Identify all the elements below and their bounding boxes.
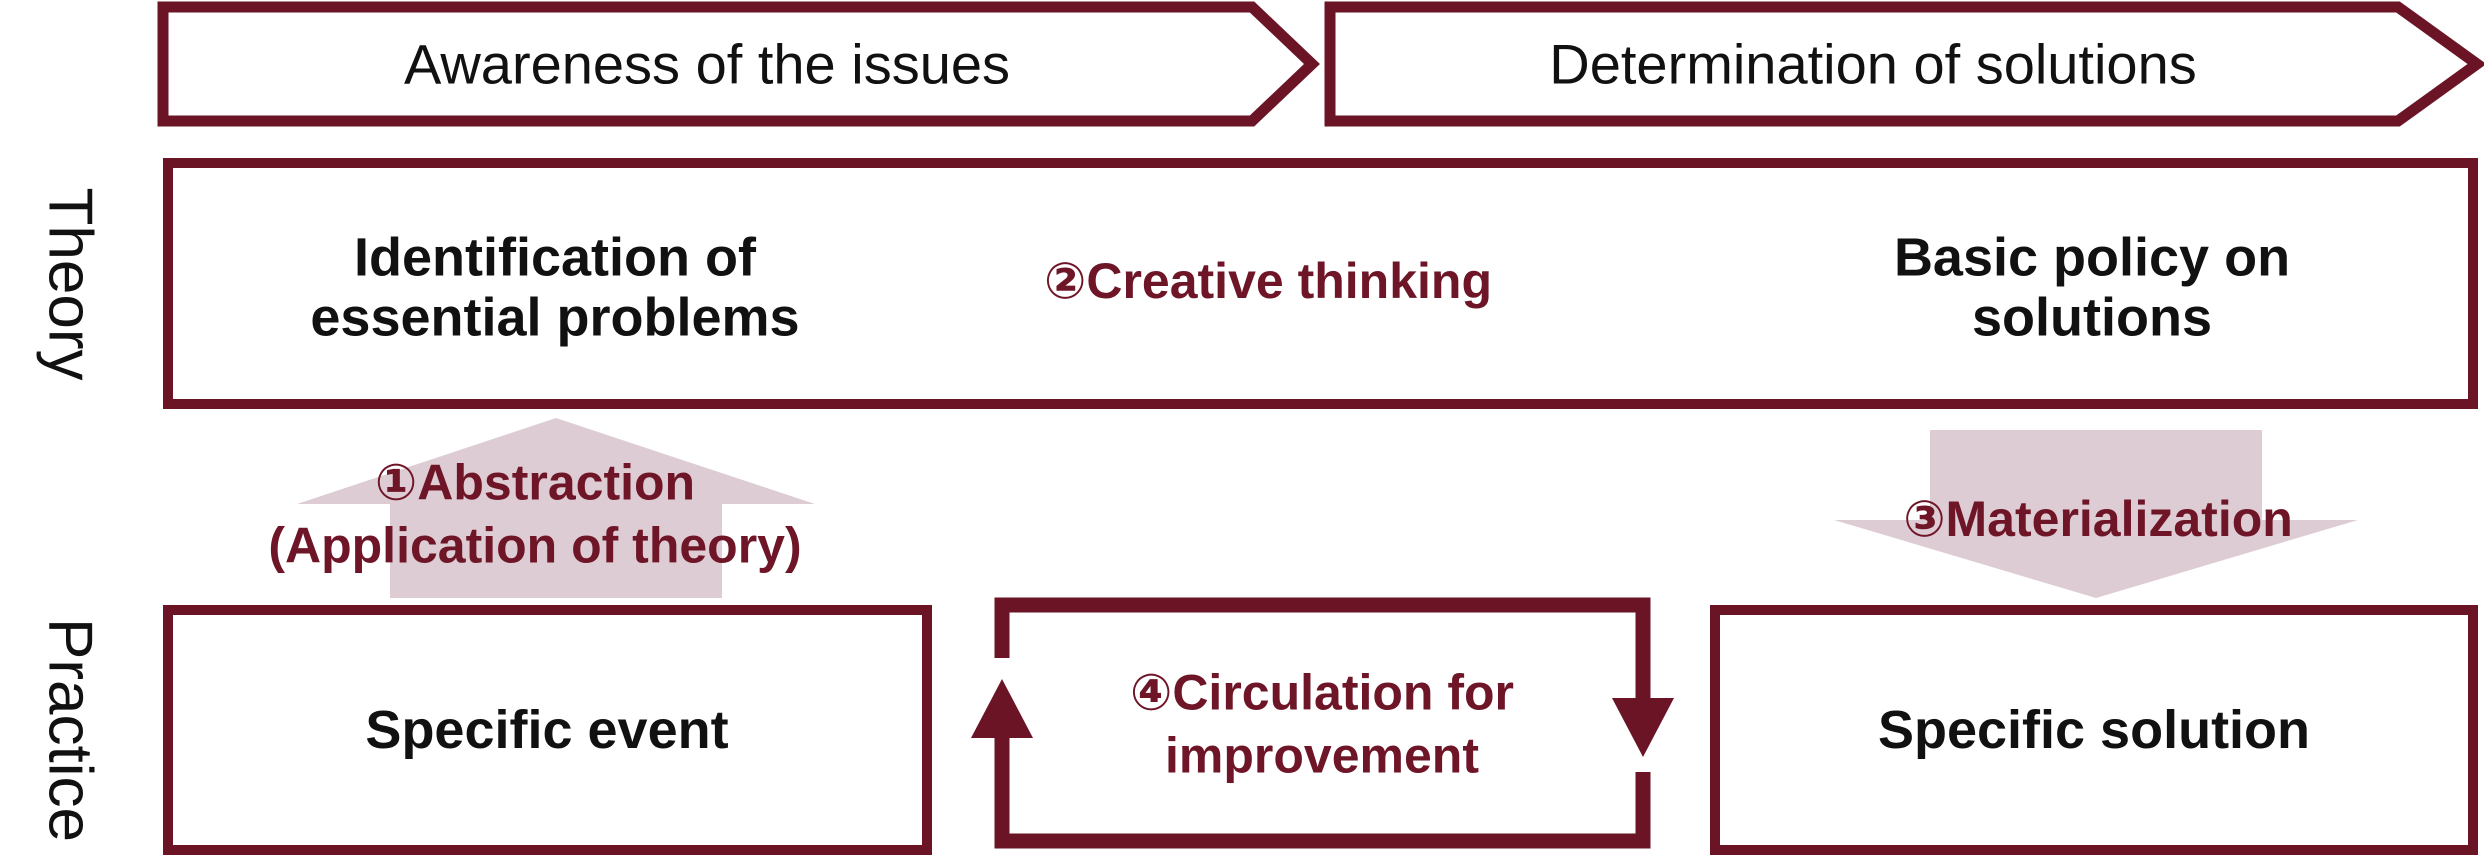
abstraction-up-arrow xyxy=(297,418,815,598)
basic-policy-line1: Basic policy on xyxy=(1893,227,2291,288)
specific-event-box xyxy=(163,605,932,855)
awareness-banner-label: Awareness of the issues xyxy=(404,32,1010,96)
determination-banner-shape xyxy=(1324,1,2484,127)
materialization-label: ③Materialization xyxy=(1903,490,2293,547)
circulation-down-arrowhead xyxy=(1612,698,1674,757)
circulation-loop-top-right-segment xyxy=(994,597,1651,698)
circulation-line2: improvement xyxy=(1165,727,1479,783)
basic-policy-label: Basic policy on solutions xyxy=(1894,228,2290,349)
identification-line2: essential problems xyxy=(310,288,800,348)
specific-solution-label: Specific solution xyxy=(1877,699,2311,760)
creative-thinking-label: ②Creative thinking xyxy=(1044,252,1492,309)
circulation-up-arrowhead xyxy=(971,679,1033,738)
theory-row-label: Theory xyxy=(35,187,105,381)
specific-event-label: Specific event xyxy=(365,699,729,760)
circulation-bottom-left-segment xyxy=(994,738,1651,849)
abstraction-label: ①Abstraction (Application of theory) xyxy=(268,452,801,577)
basic-policy-line2: solutions xyxy=(1972,288,2212,348)
theory-box xyxy=(163,158,2478,409)
materialization-down-arrow xyxy=(1834,430,2358,598)
identification-label: Identification of essential problems xyxy=(310,228,799,349)
circulation-line1: ④Circulation for xyxy=(1129,664,1515,721)
practice-row-label: Practice xyxy=(35,618,105,842)
identification-line1: Identification of xyxy=(354,227,756,288)
awareness-banner-shape xyxy=(157,1,1320,127)
circulation-label: ④Circulation for improvement xyxy=(1130,662,1514,787)
determination-banner-label: Determination of solutions xyxy=(1549,32,2197,96)
abstraction-line1: ①Abstraction xyxy=(374,454,696,511)
specific-solution-box xyxy=(1710,605,2478,855)
abstraction-line2: (Application of theory) xyxy=(268,517,802,573)
